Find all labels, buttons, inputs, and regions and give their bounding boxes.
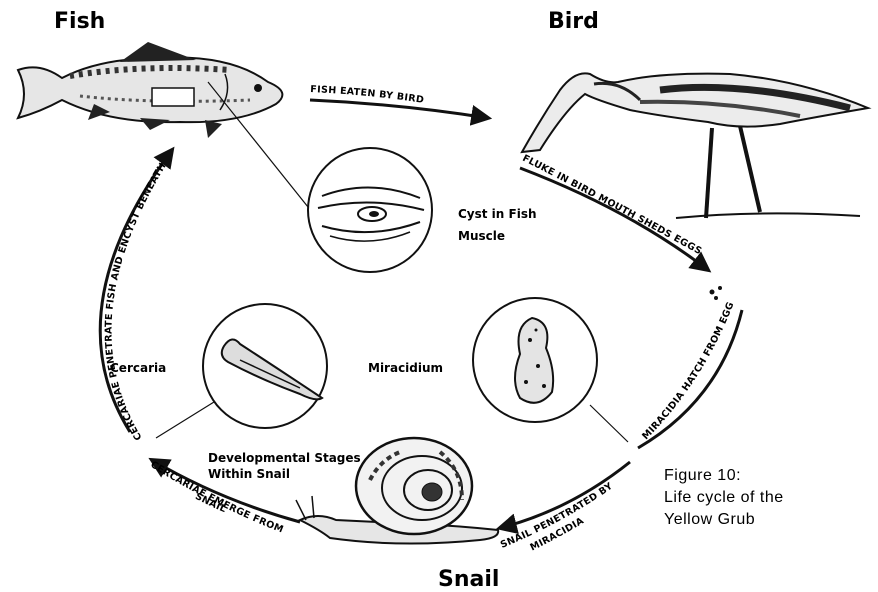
eggs-dots xyxy=(710,286,723,300)
cercaria-label: Cercaria xyxy=(110,361,166,375)
developmental-stages-label-line2: Within Snail xyxy=(208,467,290,481)
miracidium-label: Miracidium xyxy=(368,361,443,375)
arrow-bird-to-eggs xyxy=(520,168,708,270)
arrow-fish-to-bird xyxy=(310,100,488,118)
miracidium-circle xyxy=(473,298,628,442)
developmental-stages-label-line1: Developmental Stages xyxy=(208,451,361,465)
figure-caption-line3: Yellow Grub xyxy=(664,511,755,528)
fish-heading: Fish xyxy=(54,9,105,34)
cyst-label-line2: Muscle xyxy=(458,229,505,243)
cyst-label-line1: Cyst in Fish xyxy=(458,207,537,221)
bird-heading: Bird xyxy=(548,9,599,34)
bird-illustration xyxy=(522,73,868,218)
arrow-label-fluke-sheds: FLUKE IN BIRD MOUTH SHEDS EGGS xyxy=(521,153,704,257)
snail-heading: Snail xyxy=(438,567,499,592)
figure-caption-line2: Life cycle of the xyxy=(664,489,784,506)
fish-illustration xyxy=(18,42,282,138)
figure-caption-line1: Figure 10: xyxy=(664,467,741,484)
cercaria-circle xyxy=(156,304,327,438)
